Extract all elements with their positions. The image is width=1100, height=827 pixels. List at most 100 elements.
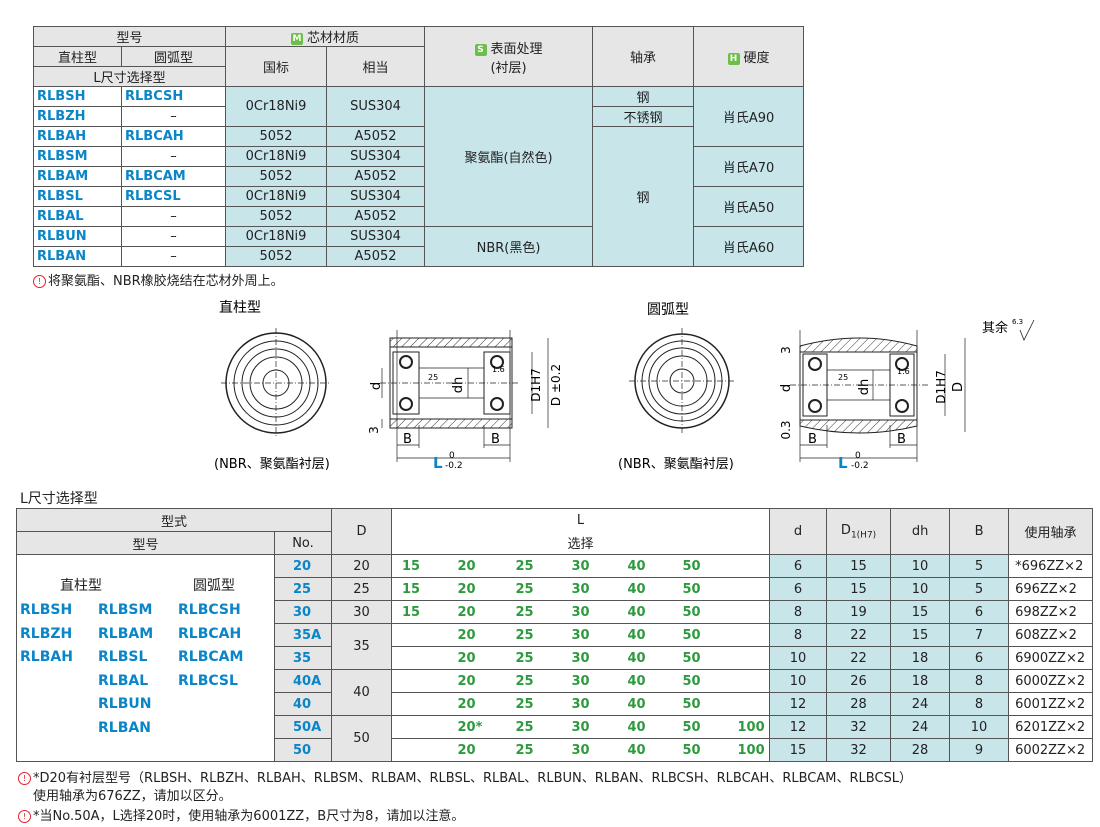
d1-cell: 19 xyxy=(826,600,892,624)
bearing-cell: *696ZZ×2 xyxy=(1008,554,1094,578)
dim-r25: 25 xyxy=(428,373,438,382)
gb-cell: 5052 xyxy=(225,126,328,147)
straight-label: 直柱型 xyxy=(60,578,102,594)
b-cell: 8 xyxy=(949,669,1010,693)
l-value-cell: 25 xyxy=(505,554,562,578)
equiv-cell: SUS304 xyxy=(326,226,426,247)
b-cell: 5 xyxy=(949,554,1010,578)
l-value-cell: 30 xyxy=(561,692,618,716)
no-cell: 50 xyxy=(273,738,333,762)
l-value-cell: 20 xyxy=(447,577,506,601)
b-cell: 9 xyxy=(949,738,1010,762)
small-d-header: d xyxy=(769,508,828,555)
l-value-cell: 100 xyxy=(727,738,771,762)
l-value-cell: 25 xyxy=(505,623,562,647)
dh-cell: 15 xyxy=(890,623,951,647)
l-value-cell: 25 xyxy=(505,646,562,670)
d1-cell: 15 xyxy=(826,577,892,601)
rest-label: 其余 xyxy=(982,320,1008,336)
arc-tol-bottom: -0.2 xyxy=(851,461,869,471)
note-1: !将聚氨酯、NBR橡胶烧结在芯材外周上。 xyxy=(33,270,284,289)
dh-cell: 10 xyxy=(890,577,951,601)
equiv-cell: SUS304 xyxy=(326,186,426,207)
arc-header: 圆弧型 xyxy=(120,46,227,67)
l-value-cell: 25 xyxy=(505,669,562,693)
bearing-cell: 钢 xyxy=(592,86,695,107)
arc-dim-d: d xyxy=(779,384,794,392)
model-item: RLBCSL xyxy=(178,672,238,689)
caption-right: (NBR、聚氨酯衬层) xyxy=(618,457,734,472)
arc-dim-b-right: B xyxy=(897,432,906,447)
no-cell: 20 xyxy=(273,554,333,578)
dh-cell: 24 xyxy=(890,715,951,739)
dim-l: L xyxy=(433,454,443,472)
model-cell: RLBSH xyxy=(33,86,122,107)
l-value-cell xyxy=(391,646,448,670)
l-value-cell: 30 xyxy=(561,600,618,624)
dim-d-tol: D ±0.2 xyxy=(549,364,563,406)
model-cell: – xyxy=(120,206,227,227)
model-item: RLBCAH xyxy=(178,625,242,642)
l-value-cell: 50 xyxy=(672,600,728,624)
model-cell: RLBSM xyxy=(33,146,122,167)
d1-cell: 22 xyxy=(826,623,892,647)
l-value-cell: 30 xyxy=(561,577,618,601)
l-value-cell: 40 xyxy=(617,577,673,601)
gb-cell: 0Cr18Ni9 xyxy=(225,186,328,207)
bearing-cell: 6201ZZ×2 xyxy=(1008,715,1094,739)
small-d-cell: 6 xyxy=(769,554,828,578)
dh-cell: 15 xyxy=(890,600,951,624)
note-2-cont: 使用轴承为676ZZ，请加以区分。 xyxy=(33,789,232,804)
small-d-cell: 6 xyxy=(769,577,828,601)
l-value-cell: 30 xyxy=(561,669,618,693)
l-value-cell: 30 xyxy=(561,554,618,578)
l-value-cell: 50 xyxy=(672,715,728,739)
bearing-cell: 6002ZZ×2 xyxy=(1008,738,1094,762)
small-d-cell: 10 xyxy=(769,646,828,670)
arc-dim-dh: dh xyxy=(857,379,872,396)
l-value-cell xyxy=(391,738,448,762)
l-value-cell: 50 xyxy=(672,646,728,670)
l-value-cell: 40 xyxy=(617,646,673,670)
dim-dh: dh xyxy=(451,377,466,394)
small-d-cell: 8 xyxy=(769,600,828,624)
equiv-cell: SUS304 xyxy=(326,86,426,127)
l-value-cell xyxy=(391,623,448,647)
l-value-cell xyxy=(727,623,771,647)
arc-dim-dd: D xyxy=(951,382,966,392)
bearing-cell: 6000ZZ×2 xyxy=(1008,669,1094,693)
bearing-header: 使用轴承 xyxy=(1008,508,1094,555)
dh-cell: 10 xyxy=(890,554,951,578)
no-cell: 25 xyxy=(273,577,333,601)
d-cell: 35 xyxy=(331,623,393,670)
gb-header: 国标 xyxy=(225,46,328,87)
model-item: RLBCAM xyxy=(178,649,244,665)
l-value-cell: 20 xyxy=(447,646,506,670)
hardness-cell: 肖氏A50 xyxy=(693,186,805,227)
model-cell: RLBCAM xyxy=(120,166,227,187)
l-value-cell: 20 xyxy=(447,554,506,578)
equiv-header: 相当 xyxy=(326,46,426,87)
l-value-cell: 20 xyxy=(447,669,506,693)
bearing-cell: 6900ZZ×2 xyxy=(1008,646,1094,670)
no-cell: 35A xyxy=(273,623,333,647)
straight-front-view xyxy=(221,328,331,438)
dim-d1h7: D1H7 xyxy=(529,368,543,402)
l-value-cell: 40 xyxy=(617,669,673,693)
small-d-cell: 10 xyxy=(769,669,828,693)
l-value-cell: 25 xyxy=(505,738,562,762)
model-item: RLBAH xyxy=(20,649,73,665)
model-cell: RLBCSH xyxy=(120,86,227,107)
note-icon: ! xyxy=(33,275,46,288)
style-header: 型式 xyxy=(15,508,333,532)
d1-cell: 15 xyxy=(826,554,892,578)
